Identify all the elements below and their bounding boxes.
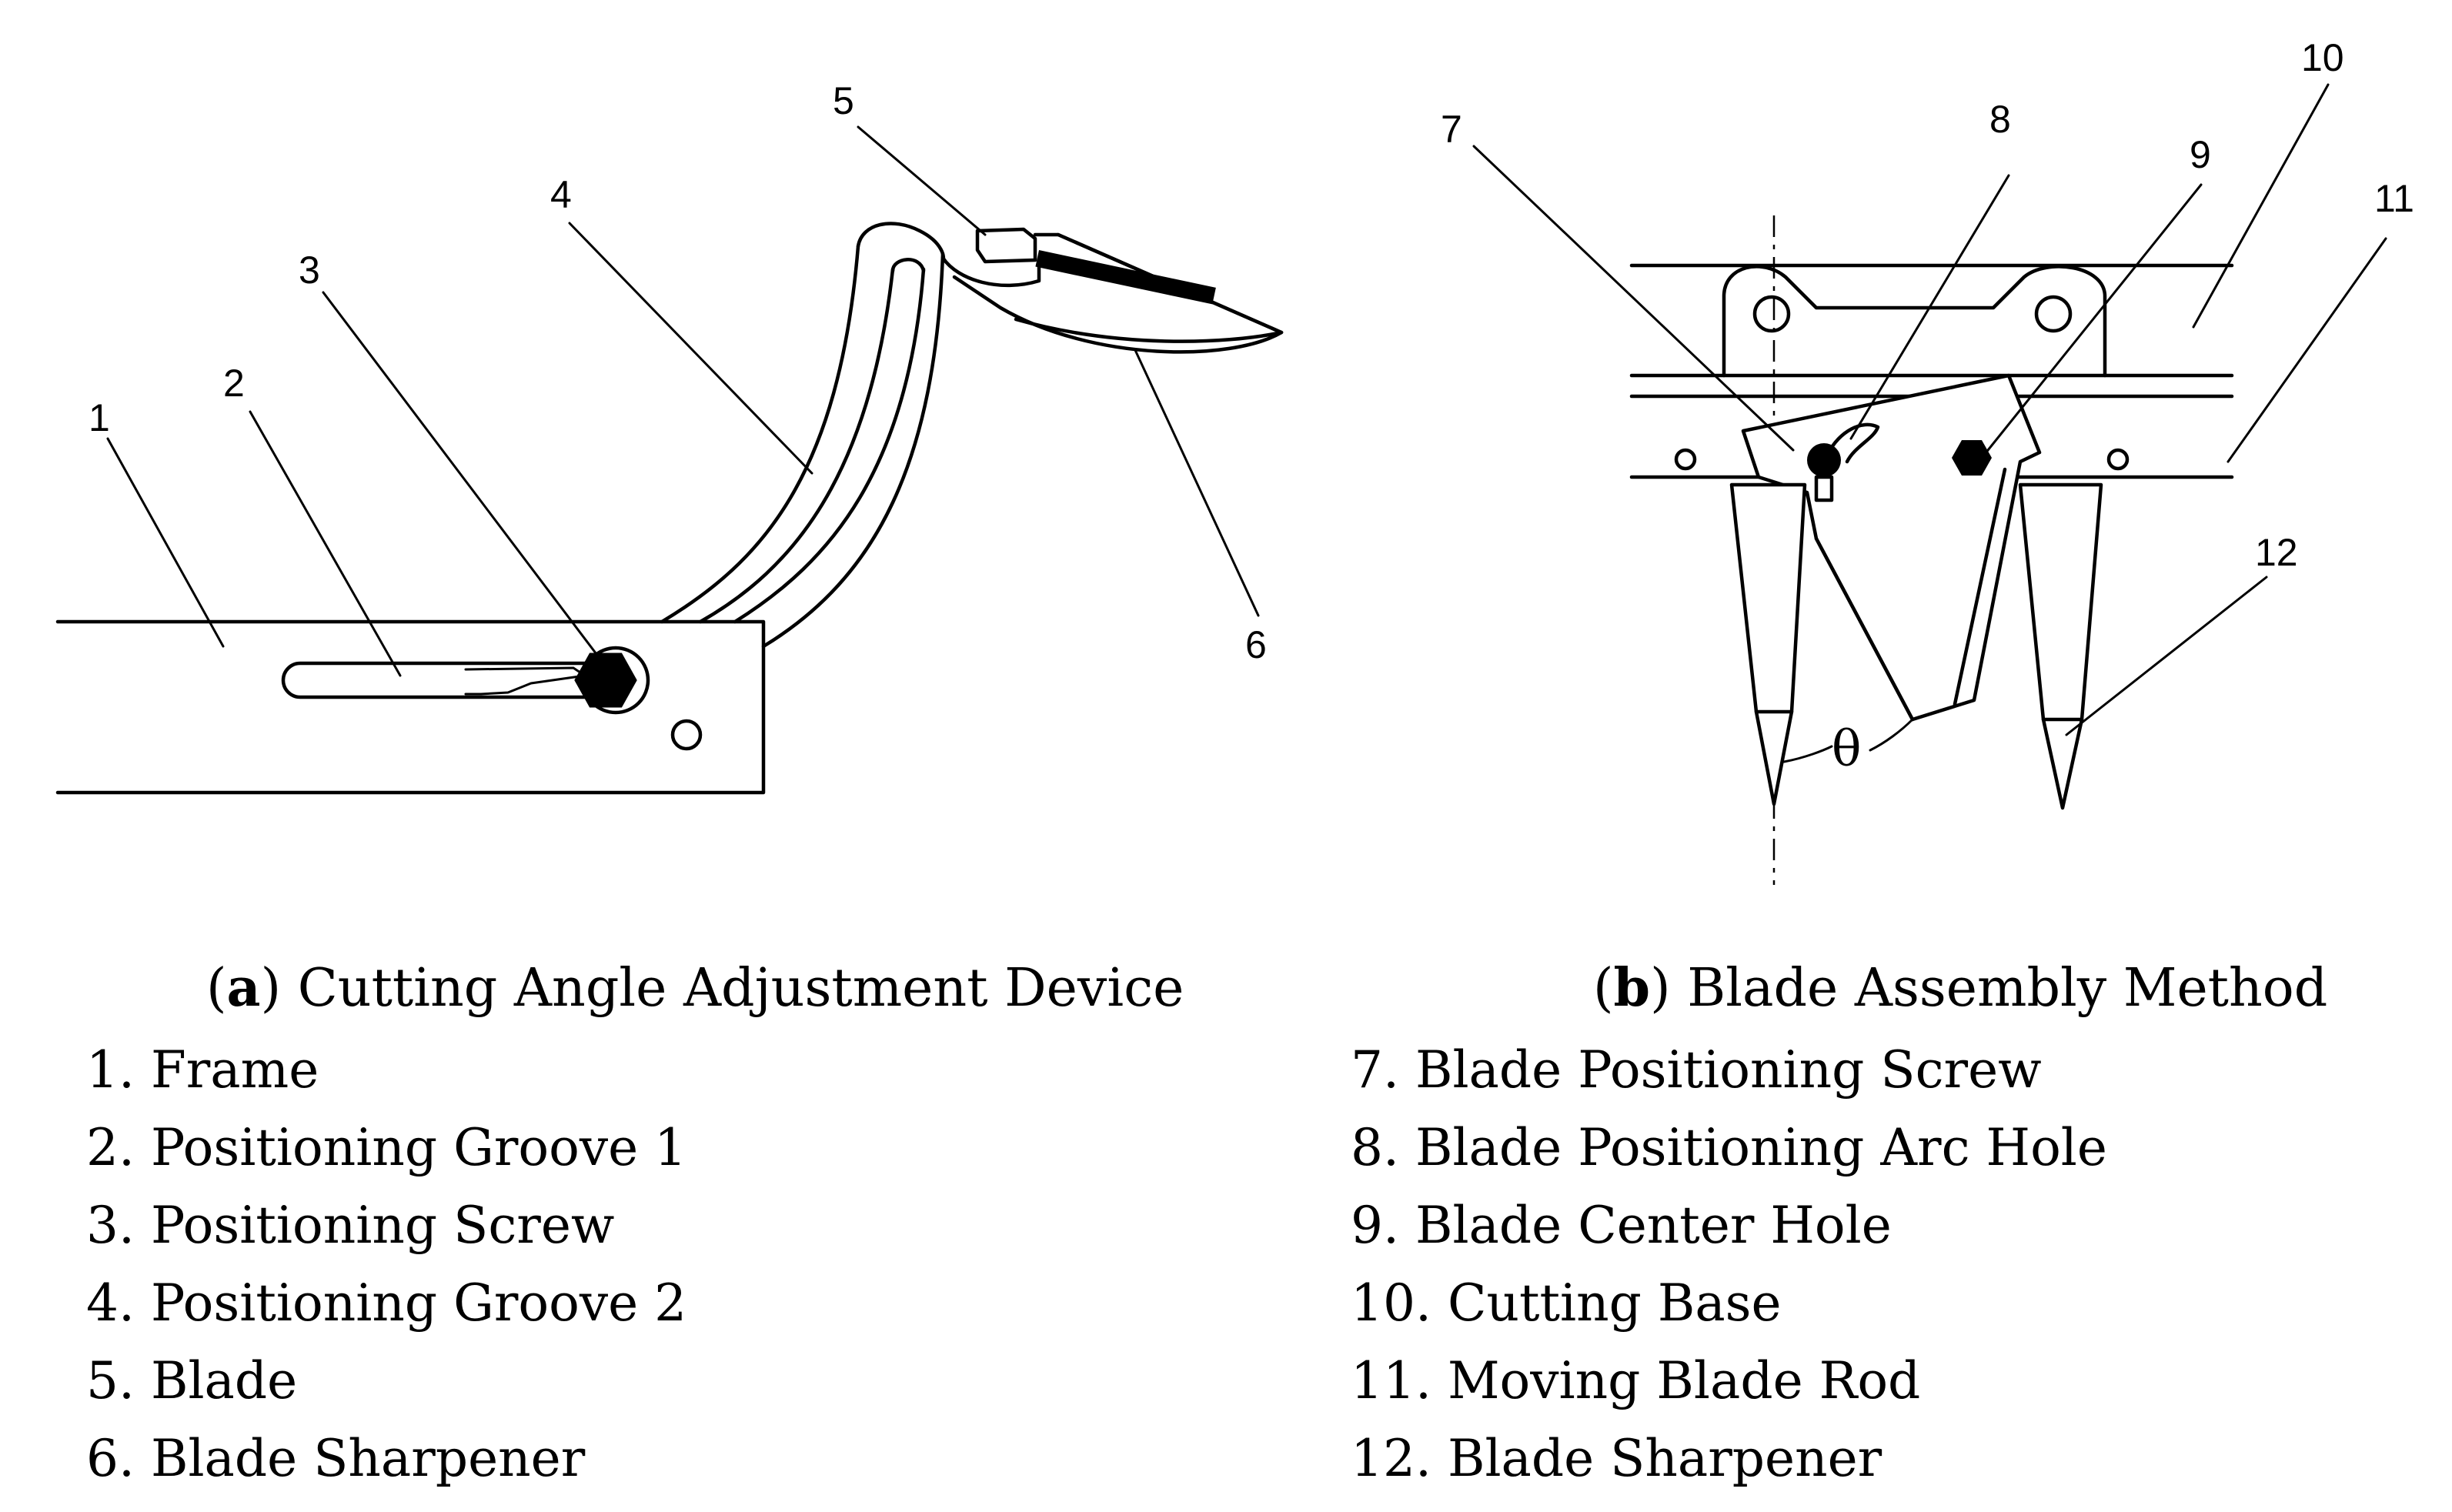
callout-7: 7 [1441,108,1462,151]
blade-part [975,227,1037,264]
legend-b-item-7: 7. Blade Positioning Screw [1351,1040,2042,1100]
callout-1: 1 [89,396,110,439]
callout-line-6 [1134,349,1260,617]
blade-center-hole-part [1952,440,1992,476]
legend-b-item-8: 8. Blade Positioning Arc Hole [1351,1118,2107,1177]
rod-hole-right [2106,448,2130,471]
arm-top-hook [856,222,946,264]
blade-positioning-arc-hole-part [1826,422,1880,464]
theta-arc [1782,745,1833,763]
callout-3: 3 [299,249,320,292]
frame-part [55,619,766,795]
callout-10: 10 [2301,36,2344,79]
caption-panel-b: (b) Blade Assembly Method [1593,957,2328,1019]
callout-line-4 [568,222,813,475]
caption-panel-a: (a) Cutting Angle Adjustment Device [206,957,1184,1019]
callout-line-10 [2192,83,2330,329]
legend-b-item-12: 12. Blade Sharpener [1351,1429,1882,1488]
blade-sharpener-edge [1014,317,1284,343]
caption-letter-a: a [226,957,261,1019]
legend-a-item-1: 1. Frame [86,1040,319,1100]
callout-4: 4 [550,173,572,216]
caption-text-a: Cutting Angle Adjustment Device [297,958,1184,1019]
callout-6: 6 [1245,623,1267,666]
callout-line-8 [1849,174,2010,440]
callout-line-3 [322,291,610,671]
base-hole-right [2034,295,2073,333]
caption-text-b: Blade Assembly Method [1687,958,2328,1019]
theta-symbol: θ [1832,721,1862,778]
blade-positioning-screw-part [1807,443,1841,477]
blade-strip [1035,250,1216,305]
legend-a-item-6: 6. Blade Sharpener [86,1429,586,1488]
panel-b-drawing: θ 7 8 9 10 11 12 [1441,36,2414,885]
callout-line-12 [2065,576,2268,736]
theta-arc-2 [1869,718,1914,752]
frame-hole [670,719,703,751]
arm-top-slot [890,258,926,273]
callout-line-7 [1472,145,1795,452]
callout-line-2 [249,410,402,677]
groove-insert [464,666,589,696]
callout-5: 5 [833,79,854,122]
base-hole-left [1752,295,1791,333]
legend-a-item-5: 5. Blade [86,1351,298,1410]
callout-line-9 [1980,183,2203,459]
callout-8: 8 [1989,98,2011,141]
blade-holder [940,255,1041,288]
legend-a-item-3: 3. Positioning Screw [86,1196,615,1255]
positioning-groove-2-edge [761,252,945,649]
legend-b-item-10: 10. Cutting Base [1351,1273,1782,1333]
blade-inner-edge-2 [1953,467,2007,706]
callout-2: 2 [223,362,245,405]
positioning-screw-part [574,653,637,708]
callout-11: 11 [2374,177,2414,220]
callout-9: 9 [2190,133,2211,176]
panel-a-drawing: 1 2 3 4 5 6 [55,79,1284,795]
blade-top-line [1056,232,1284,335]
legend-a-item-4: 4. Positioning Groove 2 [86,1273,687,1333]
legend-b-item-9: 9. Blade Center Hole [1351,1196,1892,1255]
callout-line-11 [2227,237,2387,463]
legend-a-item-2: 2. Positioning Groove 1 [86,1118,687,1177]
legend-b-item-11: 11. Moving Blade Rod [1351,1351,1921,1410]
callout-line-5 [857,125,987,236]
rod-hole-left [1674,448,1697,471]
positioning-groove-2-outer [660,244,860,624]
positioning-groove-2-slot-a [698,267,895,624]
caption-letter-b: b [1613,957,1651,1019]
blade-sharpener-right [2018,482,2103,810]
screw-stem [1814,475,1834,502]
cutting-base-part [1722,265,2107,378]
callout-line-1 [106,437,225,648]
blade-inner-edge [1814,536,1915,722]
callout-12: 12 [2255,531,2298,574]
positioning-groove-2-slot-b [733,267,926,624]
blade-sharpener-left [1729,482,1807,806]
